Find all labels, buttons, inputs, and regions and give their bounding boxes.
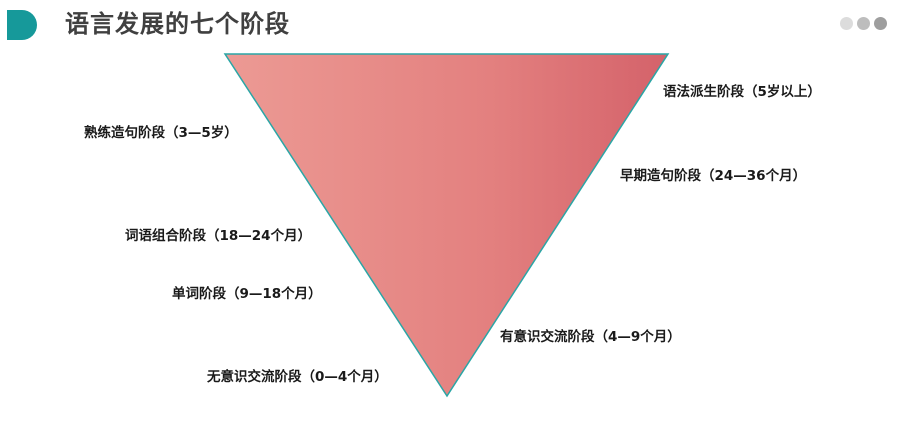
page-title: 语言发展的七个阶段 [65, 10, 290, 38]
stage-label: 有意识交流阶段（4—9个月） [500, 329, 681, 345]
logo-mark [7, 10, 37, 40]
stage-label: 语法派生阶段（5岁以上） [663, 84, 821, 100]
slide-dots [840, 17, 887, 30]
stage-label: 熟练造句阶段（3—5岁） [84, 125, 238, 141]
dot-icon [840, 17, 853, 30]
stage-label: 词语组合阶段（18—24个月） [125, 228, 312, 244]
dot-icon [857, 17, 870, 30]
stage-label: 单词阶段（9—18个月） [172, 286, 322, 302]
dot-icon [874, 17, 887, 30]
stage-label: 早期造句阶段（24—36个月） [620, 168, 807, 184]
stage-label: 无意识交流阶段（0—4个月） [207, 369, 388, 385]
